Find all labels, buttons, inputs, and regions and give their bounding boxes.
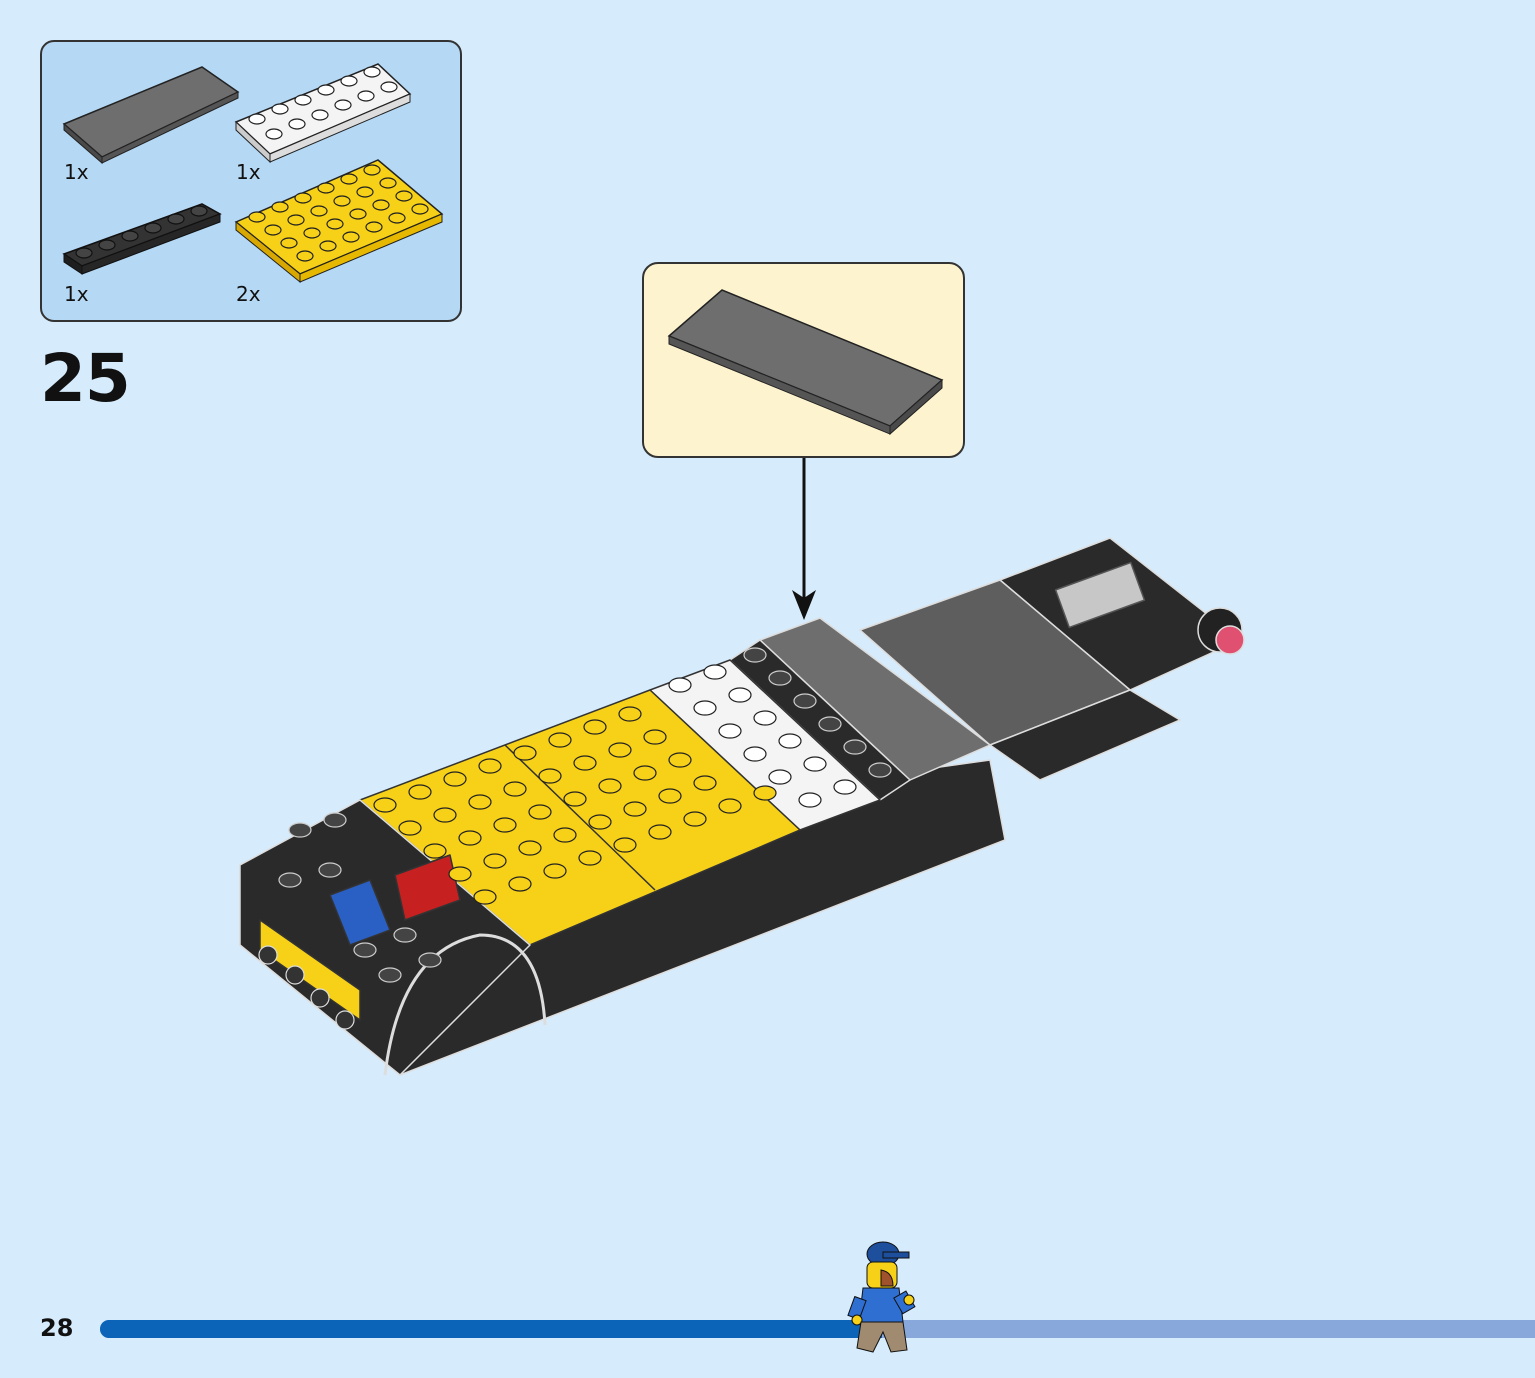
callout-box bbox=[642, 262, 965, 458]
progress-bar bbox=[100, 1320, 1535, 1338]
white-plate-part bbox=[234, 63, 412, 164]
part-quantity: 1x bbox=[236, 160, 261, 184]
dark-gray-tile-callout bbox=[667, 289, 944, 436]
part-quantity: 2x bbox=[236, 282, 261, 306]
progress-fill bbox=[100, 1320, 883, 1338]
yellow-plate-part bbox=[234, 159, 444, 284]
part-quantity: 1x bbox=[64, 282, 89, 306]
black-plate-part bbox=[62, 203, 222, 275]
part-quantity: 1x bbox=[64, 160, 89, 184]
parts-list-box: 1x 1x 1x 2x bbox=[40, 40, 462, 322]
down-arrow bbox=[792, 458, 816, 620]
step-number: 25 bbox=[40, 340, 131, 417]
minifigure-icon bbox=[847, 1241, 916, 1353]
dark-gray-tile-part bbox=[62, 66, 240, 165]
page-number: 28 bbox=[40, 1314, 74, 1342]
